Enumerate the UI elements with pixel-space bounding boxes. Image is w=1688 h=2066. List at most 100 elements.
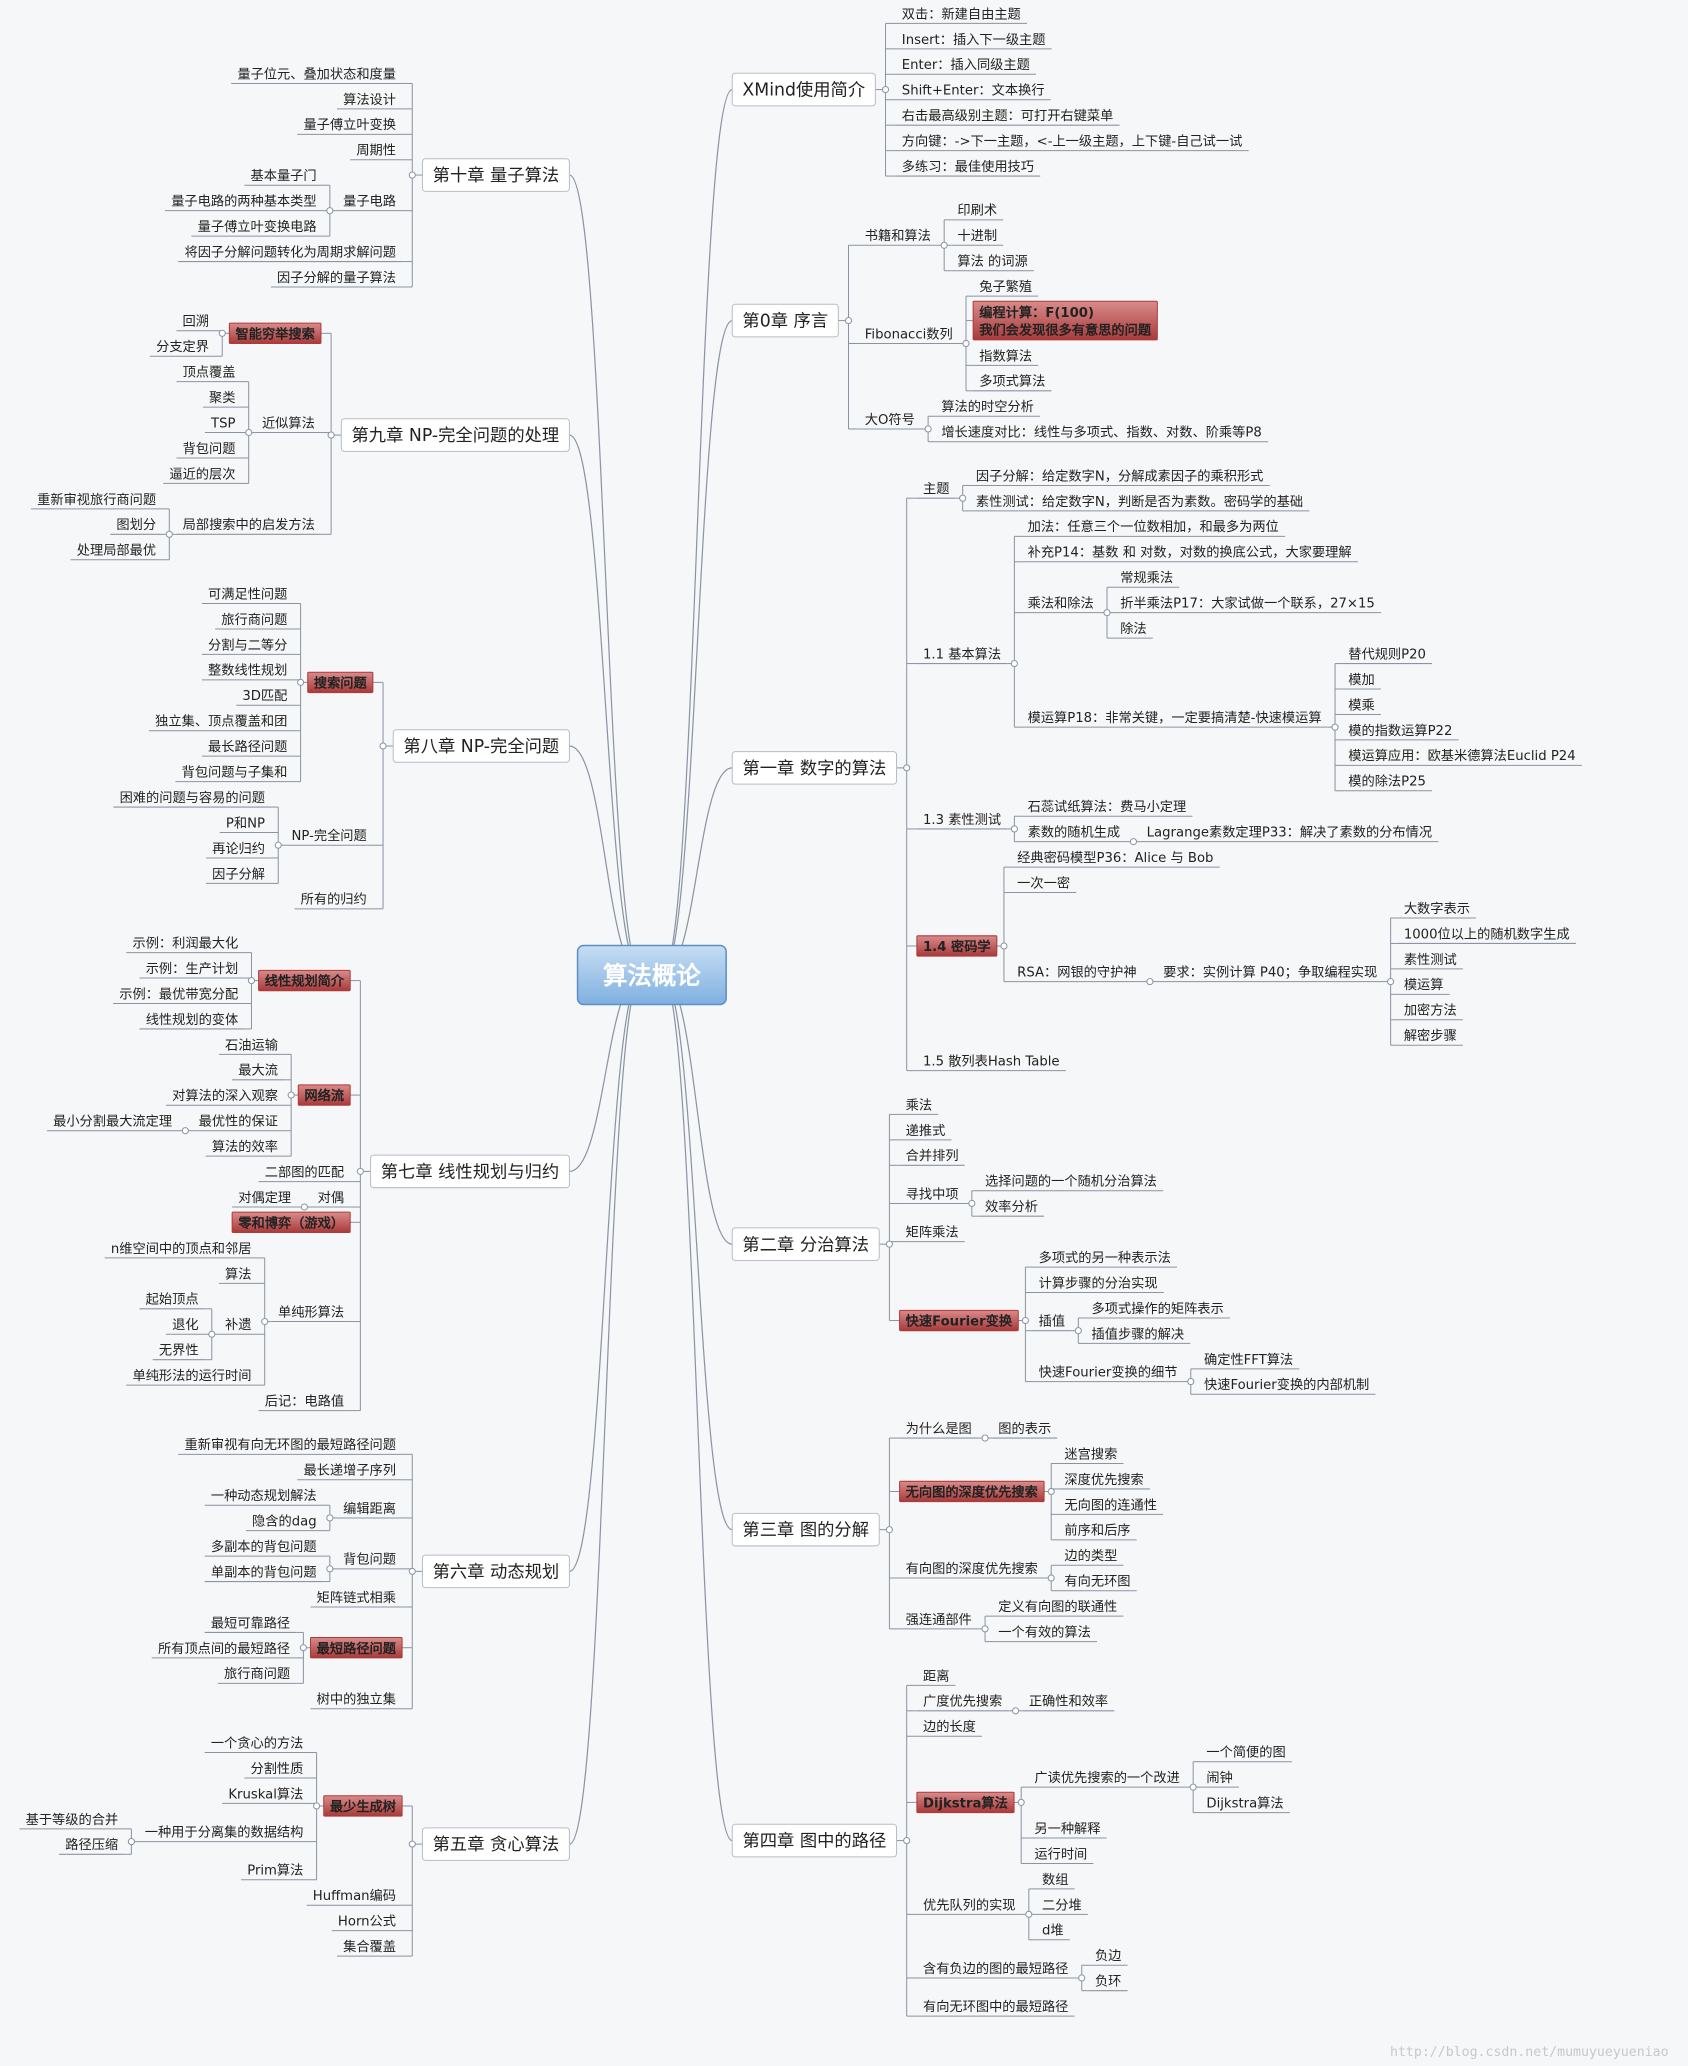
collapse-toggle-icon[interactable]	[1146, 978, 1154, 986]
topic-node[interactable]: 对偶定理	[232, 1190, 298, 1208]
topic-node[interactable]: 加法：任意三个一位数相加，和最多为两位	[1021, 518, 1286, 537]
topic-node[interactable]: 快速Fourier变换	[899, 1309, 1019, 1332]
collapse-toggle-icon[interactable]	[1129, 838, 1138, 846]
topic-node[interactable]: 量子位元、叠加状态和度量	[231, 66, 403, 84]
topic-node[interactable]: 有向图的深度优先搜索	[899, 1561, 1045, 1579]
collapse-toggle-icon[interactable]	[1047, 1487, 1055, 1496]
topic-node[interactable]: 补充P14：基数 和 对数，对数的换底公式，大家要理解	[1021, 544, 1359, 563]
collapse-toggle-icon[interactable]	[165, 530, 173, 538]
topic-node[interactable]: 常规乘法	[1114, 570, 1180, 588]
topic-node[interactable]: 3D匹配	[236, 689, 294, 706]
topic-node[interactable]: 正确性和效率	[1022, 1693, 1115, 1712]
topic-node[interactable]: 含有负边的图的最短路径	[916, 1961, 1075, 1979]
topic-node[interactable]: 广度优先搜索	[916, 1694, 1009, 1712]
topic-node[interactable]: 模运算应用：欧基米德算法Euclid P24	[1342, 748, 1582, 766]
topic-node[interactable]: 背包问题	[176, 441, 242, 459]
collapse-toggle-icon[interactable]	[1387, 978, 1395, 986]
topic-node[interactable]: 一个简便的图	[1200, 1744, 1292, 1763]
topic-node[interactable]: 搜索问题	[307, 671, 374, 694]
topic-node[interactable]: 优先队列的实现	[916, 1897, 1022, 1915]
topic-node[interactable]: 起始顶点	[139, 1292, 205, 1310]
topic-node[interactable]: 最大流	[232, 1063, 285, 1081]
collapse-toggle-icon[interactable]	[274, 841, 282, 849]
topic-node[interactable]: 一个贪心的方法	[204, 1735, 310, 1754]
topic-node[interactable]: 1.4 密码学	[916, 935, 998, 957]
topic-node[interactable]: 插值步骤的解决	[1085, 1326, 1191, 1344]
collapse-toggle-icon[interactable]	[844, 317, 853, 325]
collapse-toggle-icon[interactable]	[245, 428, 253, 437]
topic-node[interactable]: 示例：最优带宽分配	[113, 985, 245, 1004]
topic-node[interactable]: 加密方法	[1397, 1002, 1463, 1021]
topic-node[interactable]: 最少生成树	[323, 1795, 403, 1817]
topic-node[interactable]: 印刷术	[951, 203, 1004, 221]
collapse-toggle-icon[interactable]	[326, 1565, 334, 1573]
topic-node[interactable]: 因子分解的量子算法	[270, 270, 403, 288]
topic-node[interactable]: 另一种解释	[1028, 1821, 1107, 1839]
topic-node[interactable]: P和NP	[219, 815, 272, 834]
topic-node[interactable]: Insert：插入下一级主题	[895, 32, 1052, 50]
topic-node[interactable]: 整数线性规划	[201, 663, 294, 681]
topic-node[interactable]: 困难的问题与容易的问题	[113, 789, 272, 808]
collapse-toggle-icon[interactable]	[1078, 1974, 1086, 1982]
topic-node[interactable]: 局部搜索中的启发方法	[176, 517, 321, 535]
topic-node[interactable]: 一次一密	[1011, 874, 1077, 894]
collapse-toggle-icon[interactable]	[881, 85, 890, 94]
topic-node[interactable]: 背包问题与子集和	[175, 765, 294, 783]
topic-node[interactable]: 递推式	[899, 1123, 952, 1141]
topic-node[interactable]: 周期性	[350, 143, 403, 161]
topic-node[interactable]: 兔子繁殖	[973, 278, 1039, 297]
topic-node[interactable]: 效率分析	[978, 1198, 1045, 1217]
topic-node[interactable]: 广读优先搜索的一个改进	[1028, 1770, 1187, 1788]
topic-node[interactable]: 选择问题的一个随机分治算法	[978, 1174, 1164, 1192]
topic-node[interactable]: 主题	[916, 481, 956, 499]
topic-node[interactable]: 最长递增子序列	[297, 1463, 403, 1481]
topic-node[interactable]: 1.3 素性测试	[916, 812, 1008, 830]
topic-node[interactable]: 基于等级的合并	[19, 1811, 125, 1830]
topic-node[interactable]: 一种用于分离集的数据结构	[138, 1824, 310, 1843]
topic-node[interactable]: 树中的独立集	[310, 1692, 403, 1710]
topic-node[interactable]: 算法的时空分析	[935, 399, 1041, 417]
topic-node[interactable]: 模的指数运算P22	[1342, 723, 1459, 741]
topic-node[interactable]: 单纯形算法	[271, 1304, 351, 1323]
topic-node[interactable]: 隐含的dag	[245, 1514, 323, 1532]
collapse-toggle-icon[interactable]	[959, 494, 967, 502]
topic-node[interactable]: 一个有效的算法	[992, 1625, 1098, 1643]
topic-node[interactable]: 最长路径问题	[201, 739, 294, 757]
topic-node[interactable]: 聚类	[202, 390, 242, 408]
chapter-node[interactable]: XMind使用简介	[731, 72, 876, 107]
collapse-toggle-icon[interactable]	[326, 1514, 334, 1522]
topic-node[interactable]: 将因子分解问题转化为周期求解问题	[178, 244, 403, 263]
topic-node[interactable]: 书籍和算法	[858, 227, 938, 246]
topic-node[interactable]: 闹钟	[1200, 1769, 1239, 1788]
topic-node[interactable]: 边的长度	[916, 1719, 983, 1737]
collapse-toggle-icon[interactable]	[300, 1203, 308, 1211]
collapse-toggle-icon[interactable]	[247, 977, 256, 985]
topic-node[interactable]: 再论归约	[205, 841, 272, 859]
topic-node[interactable]: 退化	[165, 1317, 205, 1335]
collapse-toggle-icon[interactable]	[408, 1567, 416, 1575]
topic-node[interactable]: 素性测试：给定数字N，判断是否为素数。密码学的基础	[969, 493, 1310, 512]
topic-node[interactable]: 负环	[1088, 1974, 1128, 1992]
topic-node[interactable]: 乘法	[899, 1097, 939, 1115]
topic-node[interactable]: NP-完全问题	[285, 827, 373, 846]
topic-node[interactable]: 多项式的另一种表示法	[1032, 1249, 1178, 1268]
topic-node[interactable]: 矩阵乘法	[899, 1225, 965, 1243]
topic-node[interactable]: 数组	[1035, 1872, 1075, 1890]
chapter-node[interactable]: 第九章 NP-完全问题的处理	[340, 418, 570, 452]
collapse-toggle-icon[interactable]	[1047, 1574, 1055, 1582]
topic-node[interactable]: 1.5 散列表Hash Table	[916, 1054, 1066, 1072]
topic-node[interactable]: 处理局部最优	[70, 543, 163, 561]
topic-node[interactable]: 基本量子门	[244, 168, 323, 186]
topic-node[interactable]: 示例：利润最大化	[126, 936, 245, 954]
topic-node[interactable]: 多项式操作的矩阵表示	[1085, 1300, 1230, 1319]
chapter-node[interactable]: 第二章 分治算法	[731, 1227, 880, 1261]
topic-node[interactable]: Horn公式	[331, 1914, 403, 1932]
topic-node[interactable]: 快速Fourier变换的细节	[1032, 1364, 1184, 1383]
topic-node[interactable]: 示例：生产计划	[139, 961, 245, 979]
topic-node[interactable]: 编辑距离	[336, 1500, 403, 1519]
chapter-node[interactable]: 第五章 贪心算法	[421, 1827, 570, 1861]
topic-node[interactable]: 快速Fourier变换的内部机制	[1197, 1377, 1376, 1395]
topic-node[interactable]: 后记：电路值	[258, 1393, 351, 1412]
topic-node[interactable]: 回溯	[176, 314, 216, 332]
topic-node[interactable]: 素性测试	[1397, 952, 1463, 970]
